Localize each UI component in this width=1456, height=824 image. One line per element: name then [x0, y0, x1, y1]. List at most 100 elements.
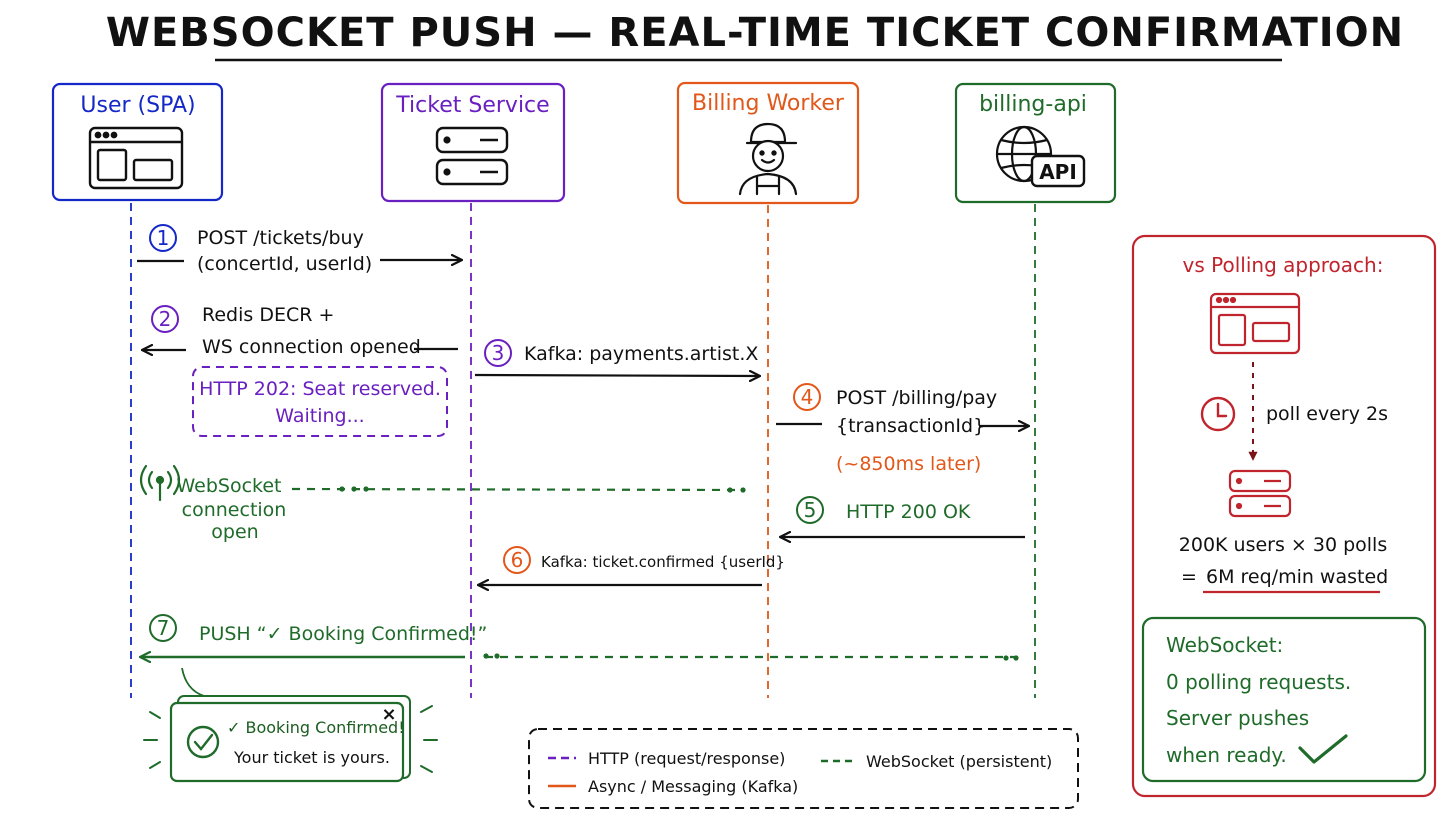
polling-stat-line1: 200K users × 30 polls	[1179, 534, 1387, 556]
reserved-note-line1: HTTP 202: Seat reserved.	[199, 378, 441, 400]
actor-box	[51, 82, 224, 202]
polling-panel-title: vs Polling approach:	[1183, 253, 1384, 277]
api-badge-label: API	[1039, 160, 1077, 184]
actor-label: User (SPA)	[80, 93, 195, 118]
step-4-label-line2: {transactionId}	[836, 415, 985, 437]
step-4-note: (~850ms later)	[836, 453, 981, 475]
step-number: 1	[157, 226, 170, 250]
websocket-open-line1: WebSocket	[176, 475, 281, 497]
toast-body: Your ticket is yours.	[233, 748, 390, 767]
actor-box	[954, 82, 1117, 204]
actor-billing-api: billing-api API	[954, 82, 1117, 204]
step-3-arrow	[474, 375, 760, 376]
actor-billing-worker: Billing Worker	[676, 81, 860, 205]
step-3: 3 Kafka: payments.artist.X	[474, 339, 760, 376]
polling-panel: vs Polling approach: poll every 2s 200K …	[1131, 234, 1437, 798]
websocket-panel: WebSocket: 0 polling requests. Server pu…	[1141, 616, 1427, 783]
reserved-note-line2: Waiting...	[275, 405, 364, 427]
step-1: 1 POST /tickets/buy (concertId, userId)	[137, 224, 462, 275]
reserved-note-box	[192, 366, 448, 437]
websocket-dot	[740, 487, 746, 493]
websocket-dot	[494, 653, 500, 659]
step-number: 7	[157, 616, 170, 640]
step-4: 4 POST /billing/pay {transactionId} (~85…	[776, 383, 1029, 475]
websocket-dot	[483, 653, 489, 659]
step-number: 3	[492, 341, 505, 365]
step-1-label-line1: POST /tickets/buy	[197, 227, 364, 249]
browser-window-icon	[88, 126, 184, 190]
browser-window-icon	[1209, 292, 1301, 355]
step-number: 6	[511, 548, 524, 572]
globe-api-icon: API	[995, 125, 1086, 188]
actor-box	[676, 81, 860, 205]
step-5: 5 HTTP 200 OK	[780, 496, 1025, 537]
step-number-circle	[796, 496, 824, 524]
websocket-dot	[1003, 655, 1009, 661]
polling-panel-box	[1131, 234, 1437, 798]
legend-box	[528, 728, 1079, 809]
actor-user: User (SPA)	[51, 82, 224, 202]
actor-label: Billing Worker	[692, 91, 845, 116]
websocket-panel-line2: 0 polling requests.	[1166, 670, 1351, 694]
step-number-circle	[793, 383, 821, 411]
step-2-label-line2: WS connection opened	[202, 336, 421, 358]
websocket-panel-line1: WebSocket:	[1166, 633, 1283, 657]
poll-interval-label: poll every 2s	[1266, 403, 1388, 425]
server-icon	[1228, 469, 1292, 518]
step-4-label-line1: POST /billing/pay	[836, 387, 997, 409]
toast-pointer	[181, 667, 205, 697]
actor-label: Ticket Service	[395, 93, 549, 118]
broadcast-icon	[139, 464, 181, 502]
server-icon	[435, 126, 509, 186]
step-2: 2 Redis DECR + WS connection opened HTTP…	[142, 304, 458, 437]
step-7: 7 PUSH “✓ Booking Confirmed!”	[140, 614, 1019, 661]
websocket-dot	[1013, 655, 1019, 661]
websocket-dot	[363, 486, 369, 492]
websocket-dot	[339, 486, 345, 492]
step-number-circle	[149, 224, 177, 252]
step-6: 6 Kafka: ticket.confirmed {userId}	[478, 546, 785, 585]
toast-close-button[interactable]: ×	[381, 704, 396, 725]
actor-ticket-service: Ticket Service	[380, 82, 566, 203]
websocket-panel-line4: when ready.	[1166, 743, 1287, 767]
checkmark-icon	[1298, 734, 1348, 764]
legend-websocket-label: WebSocket (persistent)	[866, 752, 1052, 771]
polling-stat-prefix: =	[1181, 566, 1197, 588]
websocket-open-line2: connection	[182, 499, 287, 521]
step-number-circle	[503, 546, 531, 574]
step-7-label: PUSH “✓ Booking Confirmed!”	[199, 623, 487, 645]
websocket-panel-line3: Server pushes	[1166, 706, 1309, 730]
toast-card	[169, 701, 405, 783]
websocket-open-line3: open	[211, 521, 258, 543]
check-circle-icon	[186, 725, 220, 759]
step-number-circle	[484, 339, 512, 367]
clock-icon	[1200, 396, 1236, 432]
legend-http-label: HTTP (request/response)	[588, 749, 785, 768]
websocket-dot	[351, 486, 357, 492]
worker-icon	[738, 122, 798, 196]
step-number-circle	[151, 305, 179, 333]
step-5-label: HTTP 200 OK	[846, 501, 971, 523]
actor-box	[380, 82, 566, 203]
websocket-open-line	[291, 487, 745, 492]
step-3-label: Kafka: payments.artist.X	[524, 343, 758, 365]
toast-sparkle-lines	[143, 705, 438, 773]
websocket-open: WebSocket connection open	[139, 464, 746, 543]
websocket-dot	[727, 487, 733, 493]
step-number: 4	[801, 385, 814, 409]
step-6-label: Kafka: ticket.confirmed {userId}	[541, 553, 785, 571]
step-number: 5	[804, 498, 817, 522]
legend-async-label: Async / Messaging (Kafka)	[588, 777, 798, 796]
actor-label: billing-api	[979, 92, 1087, 117]
step-number: 2	[159, 307, 172, 331]
step-2-label-line1: Redis DECR +	[202, 304, 334, 326]
step-1-label-line2: (concertId, userId)	[197, 253, 372, 275]
legend: HTTP (request/response) Async / Messagin…	[528, 728, 1079, 809]
polling-stat-line2: 6M req/min wasted	[1206, 566, 1388, 588]
toast-title: ✓ Booking Confirmed!	[227, 718, 405, 737]
page-title: WEBSOCKET PUSH — REAL-TIME TICKET CONFIR…	[106, 10, 1404, 56]
step-number-circle	[149, 614, 177, 642]
websocket-panel-box	[1141, 616, 1427, 783]
toast-notification: ✓ Booking Confirmed! Your ticket is your…	[143, 667, 438, 783]
